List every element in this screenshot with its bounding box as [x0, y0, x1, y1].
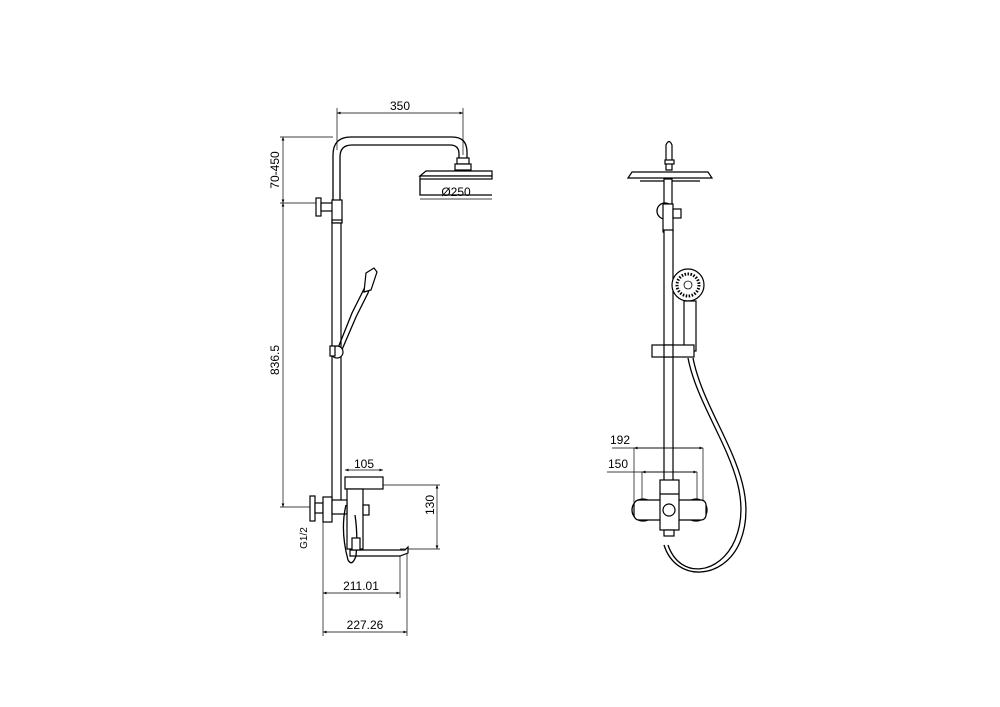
dim-total-depth: 227.26 [347, 618, 384, 632]
dim-thread: G1/2 [299, 527, 310, 549]
wall-bracket [315, 197, 322, 217]
dim-mixer-width: 105 [354, 457, 374, 471]
dim-arm-reach: 350 [390, 99, 410, 113]
dim-mixer-height: 130 [423, 495, 437, 515]
hand-shower-front [651, 268, 705, 358]
dim-height-adjust: 70-450 [268, 151, 282, 189]
spout [349, 545, 409, 557]
dim-head-diameter: Ø250 [441, 185, 471, 199]
dim-max-centers: 192 [610, 433, 630, 447]
mixer-front [631, 479, 708, 537]
front-view: 192 150 [607, 140, 747, 573]
rain-shower-head: Ø250 [418, 170, 493, 200]
side-view: 350 Ø250 70-450 [268, 99, 493, 636]
dim-spout-depth: 211.01 [343, 579, 379, 593]
hose [667, 357, 742, 570]
slide-bar-front [663, 229, 674, 521]
dim-bar-height: 836.5 [268, 345, 282, 375]
overhead-arm [332, 136, 468, 200]
mixer-side: 105 130 [309, 457, 440, 564]
slide-bar [331, 222, 342, 504]
wall-flange [309, 495, 316, 522]
diverter-knob [662, 503, 676, 517]
rain-shower-head-front [626, 171, 714, 179]
dim-min-centers: 150 [608, 457, 628, 471]
hand-shower [329, 267, 378, 359]
